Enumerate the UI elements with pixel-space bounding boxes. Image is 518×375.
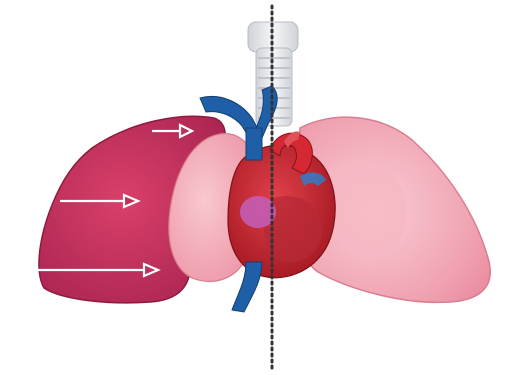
anatomy-illustration bbox=[0, 0, 518, 375]
lungs-heart-svg bbox=[0, 0, 518, 375]
